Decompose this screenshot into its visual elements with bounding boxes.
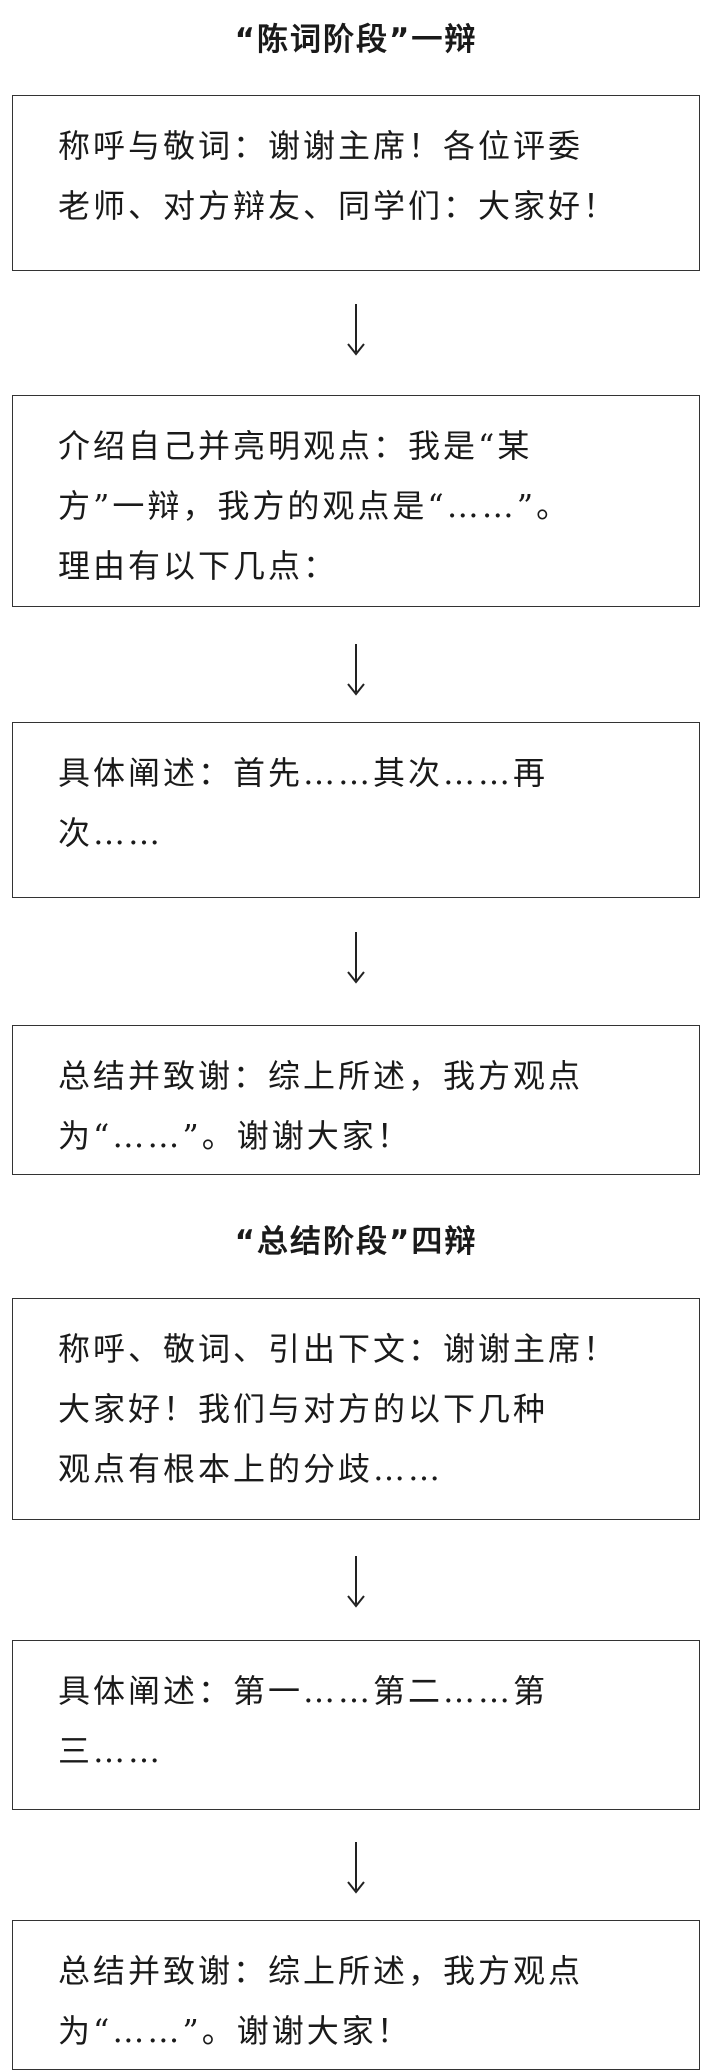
step-text-line: 三…… xyxy=(58,1732,164,1770)
stage2-step-greeting-box: 称呼、敬词、引出下文：谢谢主席！ 大家好！我们与对方的以下几种 观点有根本上的分… xyxy=(12,1298,700,1520)
down-arrow-icon xyxy=(336,300,376,360)
step-text-line: 为“……”。谢谢大家！ xyxy=(58,2012,412,2050)
stage1-step-elaborate-box: 具体阐述：首先……其次……再 次…… xyxy=(12,722,700,898)
down-arrow-icon xyxy=(336,640,376,700)
down-arrow-icon xyxy=(336,1838,376,1898)
step-text-line: 为“……”。谢谢大家！ xyxy=(58,1117,412,1155)
stage1-step-greeting-box: 称呼与敬词：谢谢主席！各位评委 老师、对方辩友、同学们：大家好！ xyxy=(12,95,700,271)
step-text-line: 具体阐述：首先……其次……再 xyxy=(58,754,549,792)
step-text-line: 老师、对方辩友、同学们：大家好！ xyxy=(58,187,619,225)
step-text-line: 总结并致谢：综上所述，我方观点 xyxy=(58,1057,584,1095)
step-text-line: 总结并致谢：综上所述，我方观点 xyxy=(58,1952,584,1990)
stage1-step-introduce-box: 介绍自己并亮明观点：我是“某 方”一辩，我方的观点是“……”。 理由有以下几点： xyxy=(12,395,700,607)
step-text-line: 称呼与敬词：谢谢主席！各位评委 xyxy=(58,127,584,165)
step-text-line: 具体阐述：第一……第二……第 xyxy=(58,1672,549,1710)
stage2-title: “总结阶段”四辩 xyxy=(234,1224,478,1260)
step-text-line: 介绍自己并亮明观点：我是“某 xyxy=(58,427,533,465)
step-text-line: 次…… xyxy=(58,814,164,852)
step-text-line: 理由有以下几点： xyxy=(58,547,339,585)
down-arrow-icon xyxy=(336,928,376,988)
step-text-line: 观点有根本上的分歧…… xyxy=(58,1450,444,1488)
stage2-step-elaborate-box: 具体阐述：第一……第二……第 三…… xyxy=(12,1640,700,1810)
step-text-line: 大家好！我们与对方的以下几种 xyxy=(58,1390,549,1428)
step-text-line: 称呼、敬词、引出下文：谢谢主席！ xyxy=(58,1330,619,1368)
stage1-step-conclude-box: 总结并致谢：综上所述，我方观点 为“……”。谢谢大家！ xyxy=(12,1025,700,1175)
stage2-step-conclude-box: 总结并致谢：综上所述，我方观点 为“……”。谢谢大家！ xyxy=(12,1920,700,2070)
step-text-line: 方”一辩，我方的观点是“……”。 xyxy=(58,487,572,525)
down-arrow-icon xyxy=(336,1552,376,1612)
stage1-title: “陈词阶段”一辩 xyxy=(234,22,478,58)
